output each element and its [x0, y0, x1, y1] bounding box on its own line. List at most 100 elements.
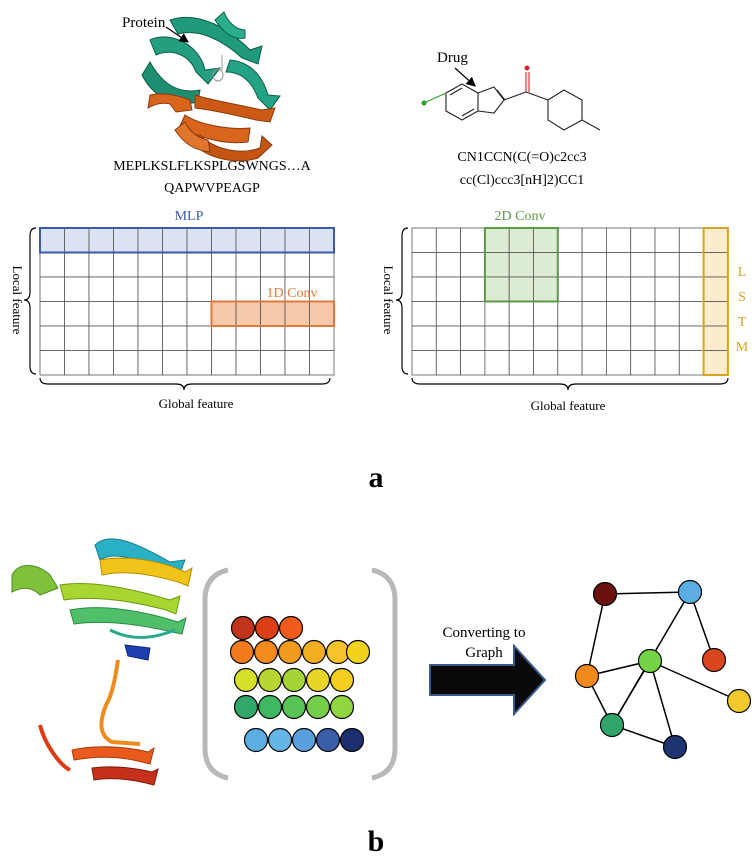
grid-cell — [557, 325, 583, 351]
graph-edge — [649, 660, 740, 702]
grid-cell — [186, 227, 212, 253]
smiles-line1: CN1CCN(C(=O)c2cc3 — [457, 150, 586, 165]
grid-cell — [606, 227, 632, 253]
grid-cell — [39, 325, 65, 351]
grid-cell — [460, 301, 486, 327]
grid-cell — [630, 252, 656, 278]
grid-cell — [211, 301, 237, 327]
residue-bead — [233, 694, 259, 720]
grid-cell — [235, 227, 261, 253]
residue-bead — [339, 727, 365, 753]
grid-cell — [533, 301, 559, 327]
grid-cell — [284, 325, 310, 351]
protein-sequence-line1: MEPLKSLFLKSPLGSWNGS…A — [113, 159, 311, 174]
grid-cell — [460, 276, 486, 302]
grid-cell — [630, 276, 656, 302]
grid-cell — [606, 252, 632, 278]
grid-cell — [557, 301, 583, 327]
grid-cell — [435, 301, 461, 327]
grid-cell — [88, 252, 114, 278]
grid-cell — [260, 325, 286, 351]
grid-cell — [703, 276, 729, 302]
grid-cell — [411, 276, 437, 302]
grid-cell — [186, 325, 212, 351]
grid-cell — [557, 276, 583, 302]
left-feature-grid — [39, 227, 335, 376]
grid-cell — [411, 227, 437, 253]
grid-cell — [630, 350, 656, 376]
grid-cell — [533, 252, 559, 278]
grid-cell — [581, 252, 607, 278]
grid-cell — [606, 325, 632, 351]
grid-cell — [703, 301, 729, 327]
residue-bead — [281, 694, 307, 720]
grid-cell — [581, 301, 607, 327]
sequence-left-bracket — [202, 567, 229, 781]
grid-cell — [309, 350, 335, 376]
drug-structure-image — [425, 72, 601, 131]
protein-label: Protein — [122, 15, 166, 31]
residue-bead — [257, 694, 283, 720]
residue-bead — [281, 667, 307, 693]
right-grid-x-axis-label: Global feature — [531, 398, 606, 413]
grid-cell — [606, 350, 632, 376]
grid-cell — [113, 227, 139, 253]
grid-cell — [411, 325, 437, 351]
grid-cell — [39, 252, 65, 278]
grid-cell — [88, 301, 114, 327]
left-grid-x-brace — [39, 377, 331, 391]
grid-cell — [88, 276, 114, 302]
grid-cell — [484, 350, 510, 376]
grid-cell — [235, 252, 261, 278]
grid-cell — [460, 325, 486, 351]
right-grid-x-brace — [411, 377, 729, 391]
grid-cell — [484, 252, 510, 278]
grid-cell — [113, 350, 139, 376]
residue-bead — [329, 694, 355, 720]
grid-cell — [435, 252, 461, 278]
grid-cell — [309, 227, 335, 253]
smiles-line2: cc(Cl)ccc3[nH]2)CC1 — [460, 173, 584, 188]
grid-cell — [557, 252, 583, 278]
lstm-letter: S — [738, 290, 746, 305]
left-grid-y-brace — [23, 227, 37, 375]
graph-node — [599, 712, 625, 738]
left-grid-y-axis-label: Local feature — [10, 266, 25, 335]
grid-cell — [113, 301, 139, 327]
grid-cell — [113, 325, 139, 351]
grid-cell — [39, 227, 65, 253]
residue-bead — [345, 639, 371, 665]
residue-bead — [301, 639, 327, 665]
lstm-letter: M — [736, 340, 749, 355]
residue-bead — [267, 727, 293, 753]
graph-edge — [649, 660, 676, 748]
grid-cell — [533, 350, 559, 376]
right-feature-grid — [411, 227, 729, 376]
oxygen-atom — [524, 65, 530, 71]
grid-cell — [484, 325, 510, 351]
grid-cell — [309, 325, 335, 351]
grid-cell — [39, 301, 65, 327]
grid-cell — [260, 350, 286, 376]
grid-cell — [654, 252, 680, 278]
panel-b-letter: b — [368, 825, 385, 858]
residue-bead — [305, 694, 331, 720]
grid-cell — [630, 325, 656, 351]
grid-cell — [88, 350, 114, 376]
graph-node — [637, 648, 663, 674]
grid-cell — [113, 276, 139, 302]
grid-cell — [162, 325, 188, 351]
grid-cell — [113, 252, 139, 278]
lstm-letter: L — [738, 265, 747, 280]
grid-cell — [64, 301, 90, 327]
grid-cell — [435, 276, 461, 302]
grid-cell — [284, 350, 310, 376]
grid-cell — [654, 227, 680, 253]
chlorine-atom — [421, 100, 427, 106]
grid-cell — [309, 301, 335, 327]
grid-cell — [260, 276, 286, 302]
grid-cell — [581, 350, 607, 376]
residue-bead — [305, 667, 331, 693]
grid-cell — [703, 252, 729, 278]
grid-cell — [235, 350, 261, 376]
